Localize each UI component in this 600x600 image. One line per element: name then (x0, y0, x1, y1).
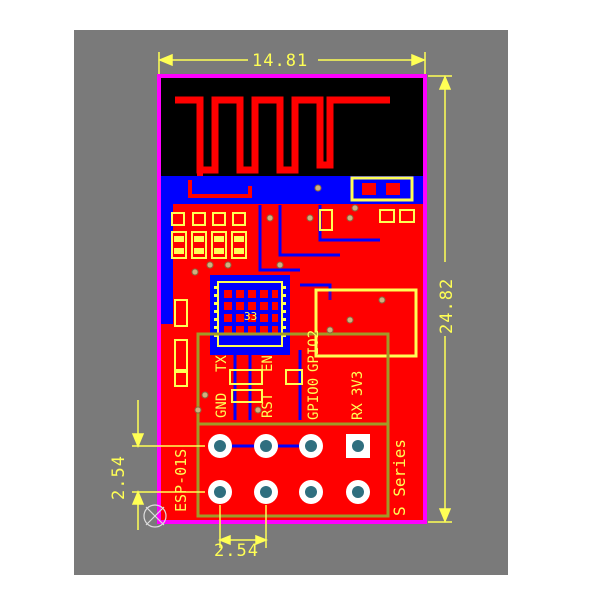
resistor-outlines (174, 209, 415, 403)
height-dimension-label: 24.82 (437, 278, 457, 334)
ground-band-trace (188, 180, 252, 198)
height-dimension (428, 75, 452, 523)
width-dimension (158, 52, 426, 74)
chip-label: 33 (244, 310, 257, 323)
pin-label-gpio2: GPIO2 (306, 330, 322, 372)
crystal-outline (314, 288, 418, 358)
pin-label-rst: RST (260, 392, 276, 418)
pin-label-gpio0: GPIO0 (306, 378, 322, 420)
header-pad (208, 480, 232, 504)
width-dimension-label: 14.81 (252, 51, 308, 71)
pin-label-rx: RX (350, 403, 366, 420)
horizontal-pitch-dimension (217, 505, 269, 548)
header-pad (299, 480, 323, 504)
header-pad (299, 434, 323, 458)
passive-components (171, 212, 247, 259)
component-pads (174, 236, 244, 254)
model-label: ESP-01S (172, 449, 190, 512)
pin-label-gnd: GND (214, 393, 230, 418)
pcb-board: 33 RX (157, 74, 427, 524)
header-pad (208, 434, 232, 458)
crystal-pad (318, 292, 414, 354)
header-pad (254, 434, 278, 458)
board-outline (157, 74, 427, 524)
series-label: S Series (390, 439, 409, 516)
origin-marker-icon (143, 504, 167, 528)
pin-header (196, 422, 390, 518)
header-pad (346, 480, 370, 504)
pin-label-en: EN (260, 355, 276, 372)
antenna-trace (175, 96, 390, 174)
vertical-pitch-dimension (131, 400, 205, 530)
header-pad-square (346, 434, 370, 458)
esp-chip: 33 (214, 281, 286, 347)
vias (191, 184, 386, 414)
vertical-pitch-label: 2.54 (109, 455, 129, 500)
left-ground-strip (161, 204, 173, 324)
pin-label-3v3: 3V3 (350, 371, 366, 396)
led-component (350, 176, 414, 202)
pin-label-tx: TX (214, 355, 230, 372)
horizontal-pitch-label: 2.54 (214, 541, 259, 561)
pin-label-group: RX 3V3 GPIO0 RST GND TX EN GPIO2 (214, 330, 366, 420)
header-pad (254, 480, 278, 504)
